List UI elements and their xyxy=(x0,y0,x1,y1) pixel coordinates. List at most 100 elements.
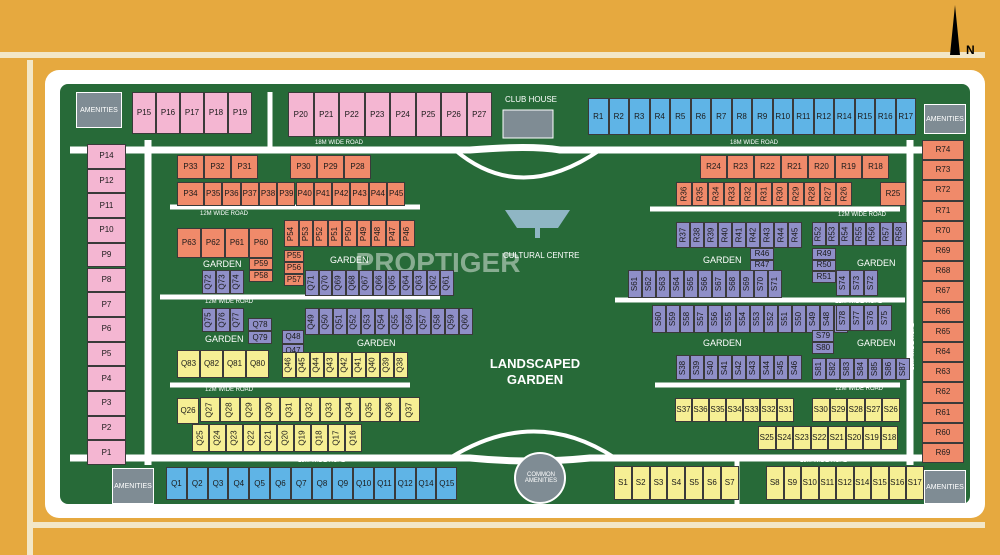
plot-q83[interactable]: Q83 xyxy=(177,350,200,378)
plot-q77[interactable]: Q77 xyxy=(230,308,244,332)
plot-s39[interactable]: S39 xyxy=(690,355,704,380)
plot-q31[interactable]: Q31 xyxy=(280,397,300,422)
plot-q58[interactable]: Q58 xyxy=(431,308,445,335)
plot-s85[interactable]: S85 xyxy=(868,358,882,380)
plot-s15[interactable]: S15 xyxy=(871,466,889,500)
plot-p16[interactable]: P16 xyxy=(156,92,180,134)
plot-p23[interactable]: P23 xyxy=(364,92,390,137)
plot-s51[interactable]: S51 xyxy=(778,305,792,333)
plot-r3[interactable]: R3 xyxy=(629,98,650,135)
plot-p27[interactable]: P27 xyxy=(466,92,492,137)
plot-r63[interactable]: R63 xyxy=(922,362,964,383)
plot-r8[interactable]: R8 xyxy=(731,98,752,135)
plot-r51[interactable]: R51 xyxy=(812,271,836,283)
plot-p46[interactable]: P46 xyxy=(400,220,415,247)
plot-r69[interactable]: R69 xyxy=(922,241,964,262)
plot-p43[interactable]: P43 xyxy=(350,182,369,206)
plot-q81[interactable]: Q81 xyxy=(223,350,246,378)
plot-q54[interactable]: Q54 xyxy=(375,308,389,335)
plot-s37[interactable]: S37 xyxy=(675,398,692,422)
plot-q19[interactable]: Q19 xyxy=(294,424,311,452)
plot-q35[interactable]: Q35 xyxy=(360,397,380,422)
plot-q25[interactable]: Q25 xyxy=(192,424,209,452)
plot-s43[interactable]: S43 xyxy=(746,355,760,380)
plot-p4[interactable]: P4 xyxy=(87,366,126,391)
plot-q74[interactable]: Q74 xyxy=(230,270,244,294)
plot-r54[interactable]: R54 xyxy=(839,222,853,246)
plot-s84[interactable]: S84 xyxy=(854,358,868,380)
plot-s40[interactable]: S40 xyxy=(704,355,718,380)
plot-s72[interactable]: S72 xyxy=(864,270,878,296)
plot-r32[interactable]: R32 xyxy=(740,182,756,206)
plot-s3[interactable]: S3 xyxy=(649,466,668,500)
plot-p30[interactable]: P30 xyxy=(290,155,317,179)
plot-s36[interactable]: S36 xyxy=(692,398,709,422)
plot-r71[interactable]: R71 xyxy=(922,200,964,221)
plot-q36[interactable]: Q36 xyxy=(380,397,400,422)
plot-p56[interactable]: P56 xyxy=(284,262,304,274)
plot-s8[interactable]: S8 xyxy=(766,466,784,500)
plot-s82[interactable]: S82 xyxy=(826,358,840,380)
plot-s22[interactable]: S22 xyxy=(810,426,828,450)
plot-s4[interactable]: S4 xyxy=(667,466,686,500)
plot-s75[interactable]: S75 xyxy=(878,305,892,331)
plot-p31[interactable]: P31 xyxy=(231,155,258,179)
plot-q17[interactable]: Q17 xyxy=(328,424,345,452)
plot-r69[interactable]: R69 xyxy=(922,443,964,464)
plot-q51[interactable]: Q51 xyxy=(333,308,347,335)
plot-q66[interactable]: Q66 xyxy=(372,270,386,296)
plot-r44[interactable]: R44 xyxy=(774,222,788,248)
plot-s52[interactable]: S52 xyxy=(764,305,778,333)
plot-q72[interactable]: Q72 xyxy=(202,270,216,294)
plot-q64[interactable]: Q64 xyxy=(399,270,413,296)
plot-r25[interactable]: R25 xyxy=(880,182,906,206)
plot-r34[interactable]: R34 xyxy=(708,182,724,206)
plot-r43[interactable]: R43 xyxy=(760,222,774,248)
plot-r72[interactable]: R72 xyxy=(922,180,964,201)
plot-r55[interactable]: R55 xyxy=(852,222,866,246)
plot-q52[interactable]: Q52 xyxy=(347,308,361,335)
plot-p51[interactable]: P51 xyxy=(327,220,342,247)
plot-s2[interactable]: S2 xyxy=(631,466,650,500)
plot-q38[interactable]: Q38 xyxy=(394,352,408,378)
plot-s33[interactable]: S33 xyxy=(743,398,760,422)
plot-s34[interactable]: S34 xyxy=(726,398,743,422)
plot-p35[interactable]: P35 xyxy=(204,182,223,206)
plot-q15[interactable]: Q15 xyxy=(436,467,458,500)
plot-s45[interactable]: S45 xyxy=(774,355,788,380)
plot-s11[interactable]: S11 xyxy=(818,466,836,500)
plot-q3[interactable]: Q3 xyxy=(207,467,229,500)
plot-q29[interactable]: Q29 xyxy=(240,397,260,422)
plot-r11[interactable]: R11 xyxy=(793,98,814,135)
plot-r68[interactable]: R68 xyxy=(922,261,964,282)
plot-s12[interactable]: S12 xyxy=(836,466,854,500)
plot-q39[interactable]: Q39 xyxy=(380,352,394,378)
plot-s9[interactable]: S9 xyxy=(783,466,801,500)
plot-s57[interactable]: S57 xyxy=(694,305,708,333)
plot-p12[interactable]: P12 xyxy=(87,168,126,194)
plot-p22[interactable]: P22 xyxy=(339,92,365,137)
plot-q59[interactable]: Q59 xyxy=(445,308,459,335)
plot-p10[interactable]: P10 xyxy=(87,218,126,243)
plot-s68[interactable]: S68 xyxy=(726,270,740,298)
plot-s61[interactable]: S61 xyxy=(628,270,642,298)
plot-r2[interactable]: R2 xyxy=(608,98,629,135)
plot-s1[interactable]: S1 xyxy=(614,466,632,500)
plot-r21[interactable]: R21 xyxy=(781,155,808,179)
plot-p62[interactable]: P62 xyxy=(201,228,225,258)
plot-s65[interactable]: S65 xyxy=(684,270,698,298)
plot-q79[interactable]: Q79 xyxy=(248,331,272,344)
plot-s79[interactable]: S79 xyxy=(812,330,834,342)
plot-r40[interactable]: R40 xyxy=(718,222,732,248)
plot-q12[interactable]: Q12 xyxy=(394,467,416,500)
plot-s73[interactable]: S73 xyxy=(850,270,864,296)
plot-q1[interactable]: Q1 xyxy=(166,467,187,500)
plot-r29[interactable]: R29 xyxy=(788,182,804,206)
plot-s5[interactable]: S5 xyxy=(685,466,703,500)
plot-s24[interactable]: S24 xyxy=(775,426,793,450)
plot-p48[interactable]: P48 xyxy=(371,220,386,247)
plot-q4[interactable]: Q4 xyxy=(228,467,250,500)
plot-r37[interactable]: R37 xyxy=(676,222,690,248)
plot-r70[interactable]: R70 xyxy=(922,220,964,241)
plot-s35[interactable]: S35 xyxy=(709,398,726,422)
